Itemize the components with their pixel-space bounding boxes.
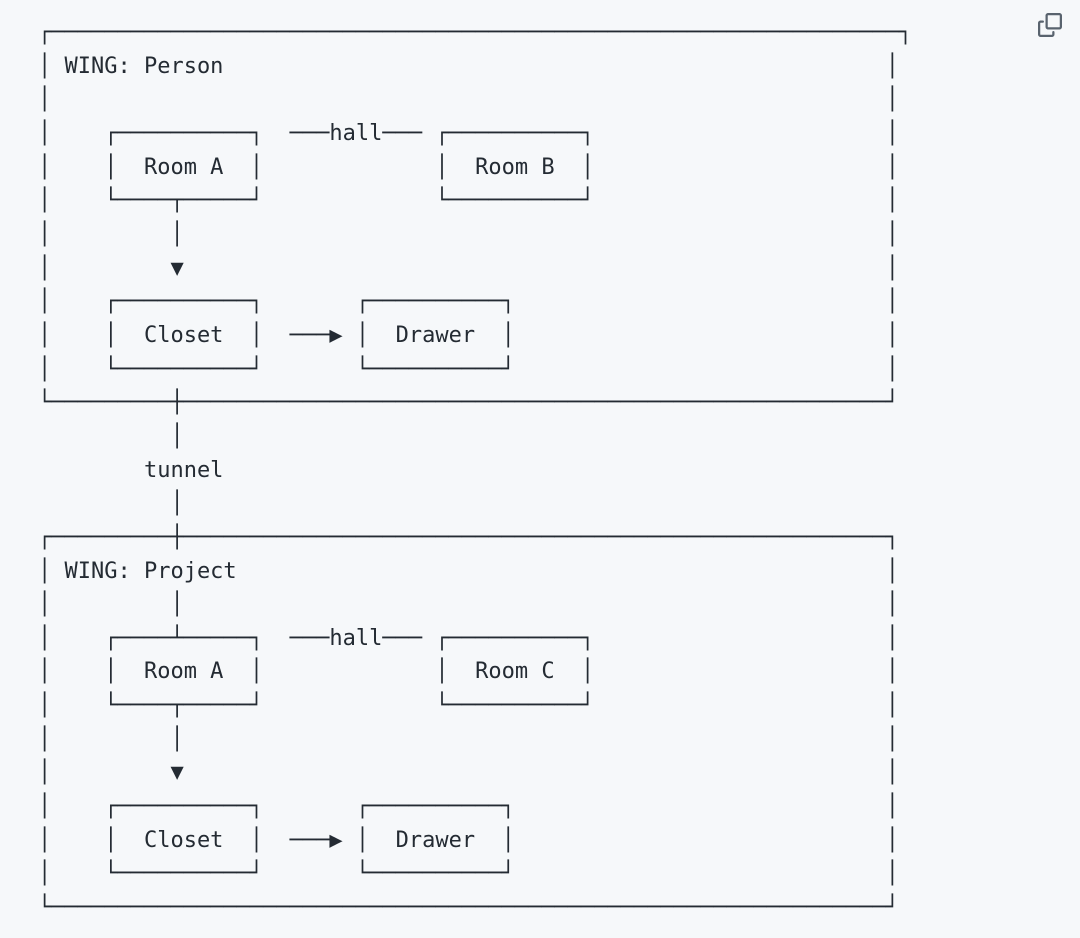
copy-button[interactable] xyxy=(1036,11,1064,39)
ascii-diagram: ┌───────────────────────────────────────… xyxy=(38,20,913,921)
copy-icon xyxy=(1038,13,1062,37)
